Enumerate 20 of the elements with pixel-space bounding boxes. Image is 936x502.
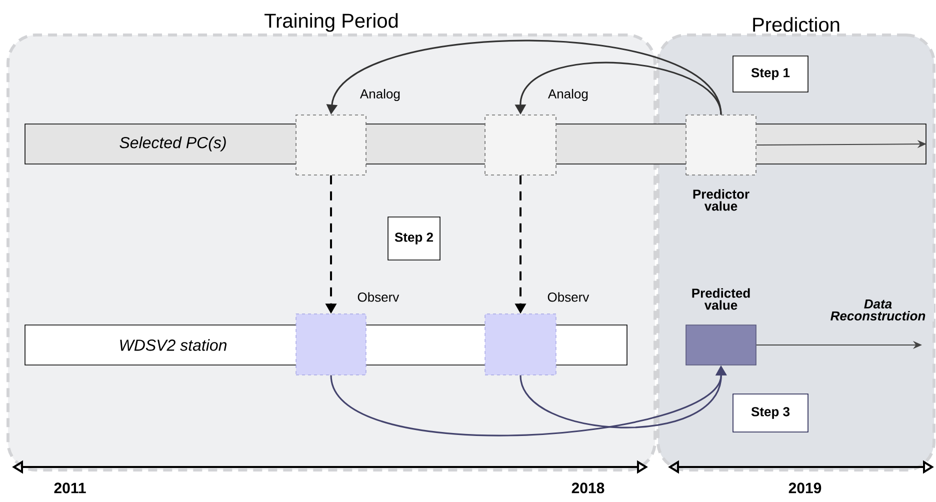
step-box: Step 1 (732, 56, 808, 92)
edge-label: Observ (352, 291, 404, 303)
time-window-box (484, 114, 556, 176)
node-label: Predictor value (693, 189, 750, 211)
time-window-box (296, 114, 366, 176)
node-label: Training Period (264, 13, 398, 32)
node-label: Prediction (753, 17, 840, 32)
year-label: 2018 (572, 482, 604, 494)
edge-label: Analog (354, 88, 406, 102)
step-box: Step 2 (388, 216, 440, 260)
year-label: 2011 (54, 482, 86, 494)
predicted-value-box: Predicted value (686, 288, 756, 366)
year-label: 2019 (788, 482, 822, 494)
node-label: Predicted value (692, 288, 750, 310)
step-box: Step 3 (732, 394, 808, 432)
edge-label: Observ (542, 291, 594, 303)
observation-box (484, 314, 556, 376)
observation-box (296, 314, 366, 376)
edge-label: Analog (542, 88, 594, 102)
edge-label: Data Reconstruction (822, 298, 934, 322)
